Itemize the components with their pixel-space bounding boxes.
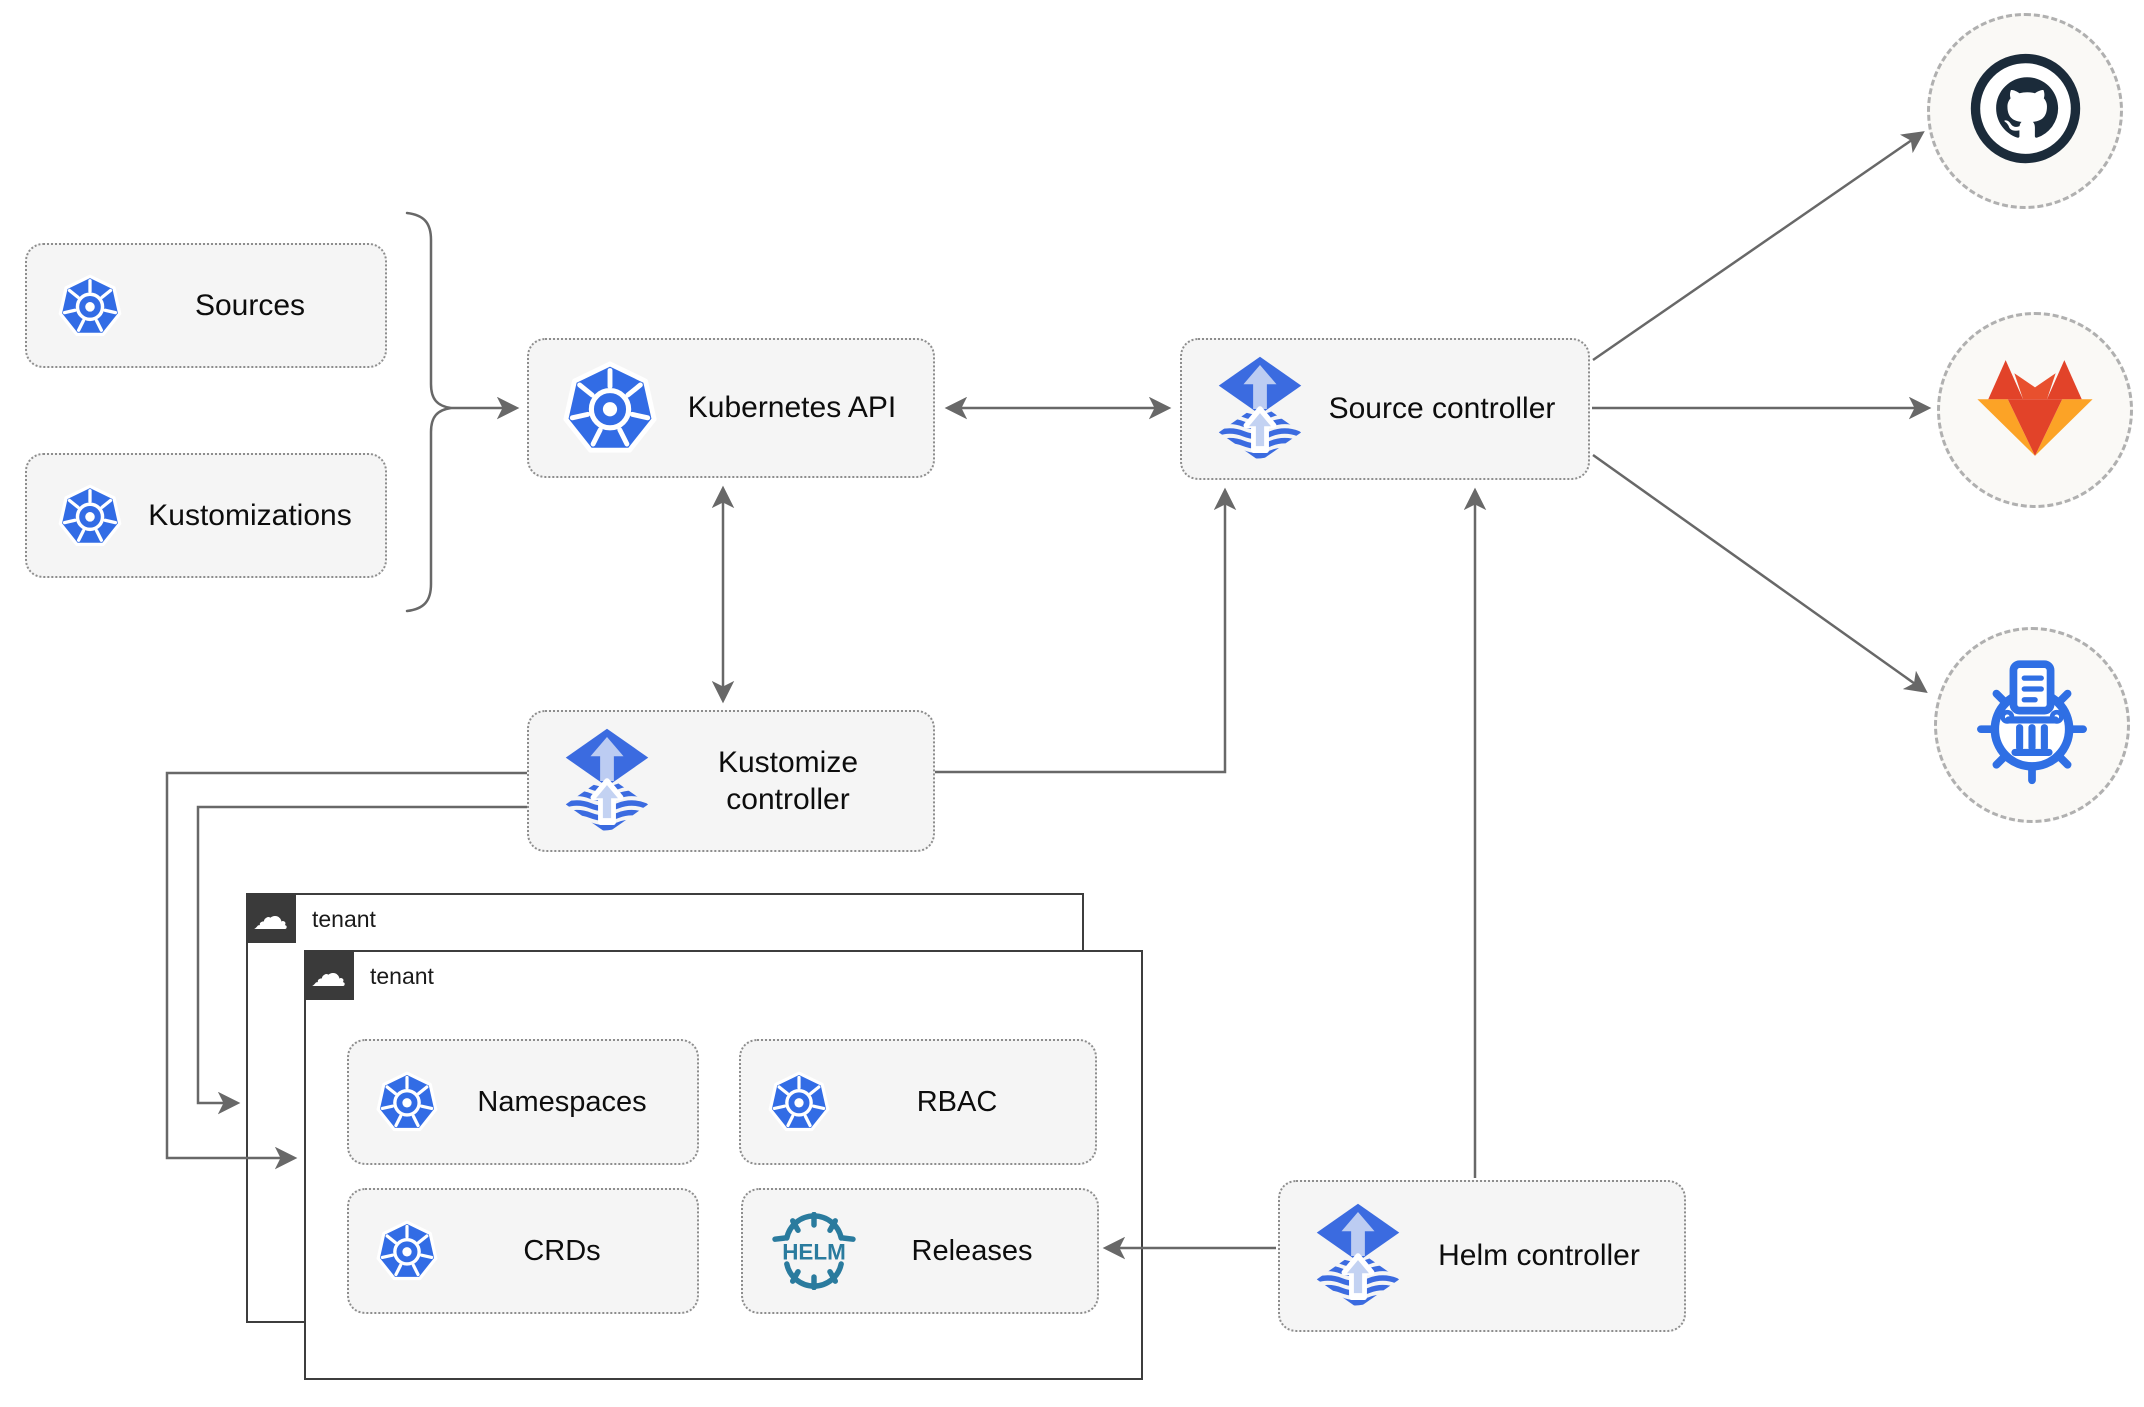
remote-chart-repository	[1934, 627, 2130, 823]
remote-gitlab	[1937, 312, 2133, 508]
kubernetes-icon	[57, 273, 123, 339]
node-source-controller: Source controller	[1180, 338, 1590, 480]
node-label: Kustomize controller	[717, 745, 859, 817]
helm-logo-text: HELM	[782, 1239, 846, 1264]
node-crds: CRDs	[347, 1188, 699, 1314]
node-label: Kustomizations	[148, 498, 352, 532]
node-sources: Sources	[25, 243, 387, 368]
gitlab-icon	[1975, 358, 2095, 463]
node-kustomize-controller: Kustomize controller	[527, 710, 935, 852]
cloud-icon: ☁	[252, 896, 289, 938]
kubernetes-icon	[375, 1070, 439, 1134]
github-icon	[1963, 46, 2088, 176]
node-label: Helm controller	[1438, 1239, 1640, 1273]
flux-icon	[1314, 1201, 1402, 1311]
cloud-icon: ☁	[310, 953, 347, 995]
group-tenant-front: tenant ☁ tenant Namespaces RBAC CRDs	[303, 949, 1143, 1380]
helm-icon: HELM	[769, 1212, 859, 1290]
node-label: Sources	[194, 288, 306, 322]
node-label: RBAC	[916, 1085, 998, 1118]
helm-repository-icon	[1967, 658, 2097, 793]
node-rbac: RBAC	[739, 1039, 1097, 1165]
node-releases: HELM Releases	[741, 1188, 1099, 1314]
remote-github	[1927, 13, 2123, 209]
node-label: CRDs	[523, 1234, 601, 1267]
kubernetes-icon	[561, 359, 659, 457]
node-label: Releases	[911, 1234, 1033, 1267]
connector-source-to-chart-repo	[1592, 453, 1928, 693]
kubernetes-icon	[57, 483, 123, 549]
flux-icon	[1216, 354, 1304, 464]
tenant-badge: ☁	[245, 892, 296, 943]
node-namespaces: Namespaces	[347, 1039, 699, 1165]
brace-resources	[405, 211, 452, 613]
node-label: Kubernetes API	[687, 391, 897, 425]
kubernetes-icon	[375, 1219, 439, 1283]
connector-kustomize-to-source	[935, 487, 1237, 774]
node-kubernetes-api: Kubernetes API	[527, 338, 935, 478]
flux-icon	[563, 726, 651, 836]
node-kustomizations: Kustomizations	[25, 453, 387, 578]
tenant-label: tenant	[312, 906, 376, 932]
node-label: Source controller	[1328, 392, 1556, 426]
node-helm-controller: Helm controller	[1278, 1180, 1686, 1332]
tenant-label: tenant	[370, 963, 434, 989]
kubernetes-icon	[767, 1070, 831, 1134]
tenant-badge: tenant ☁	[303, 949, 354, 1000]
node-label: Namespaces	[477, 1085, 647, 1118]
connector-source-to-github	[1592, 131, 1925, 362]
